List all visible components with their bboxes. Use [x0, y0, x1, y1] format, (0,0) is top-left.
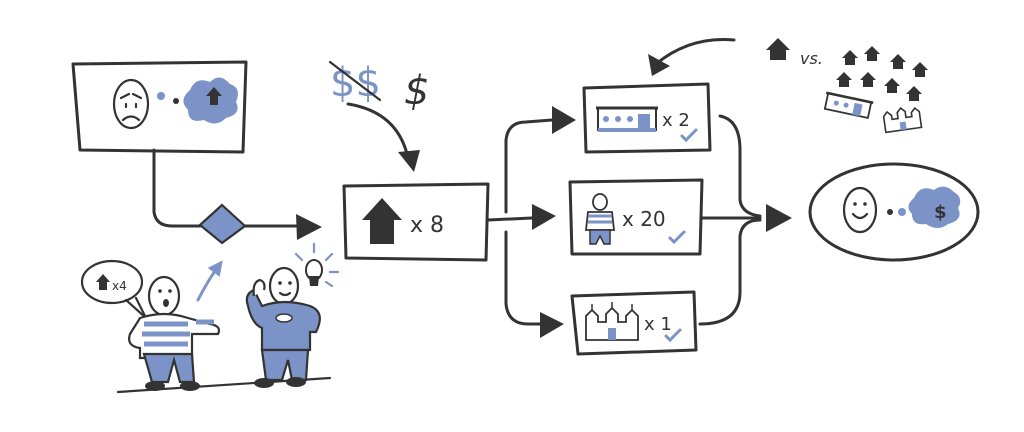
checkmark-icon	[680, 128, 698, 143]
speech-count: x4	[112, 279, 127, 293]
checkmark-icon	[668, 230, 686, 245]
house-count-box: x 8	[342, 182, 490, 262]
checkmark-icon	[664, 328, 682, 343]
castle-count-label: x 1	[644, 314, 672, 335]
castle-outcome-box: x 1	[570, 290, 698, 356]
castle-icon	[585, 302, 639, 341]
people-outcome-box: x 20	[568, 178, 704, 256]
houses-cluster	[836, 46, 928, 101]
dot-connector	[898, 208, 906, 216]
money-cloud-icon: $	[908, 186, 961, 228]
problem-box	[71, 60, 248, 154]
versus-label: vs.	[800, 49, 823, 68]
office-building-icon	[596, 106, 658, 132]
house-count-label: x 8	[410, 213, 444, 238]
dollar-single-label: $	[404, 68, 429, 114]
person-talking	[128, 275, 221, 391]
sad-face-icon	[112, 78, 150, 130]
dot-connector	[157, 92, 165, 100]
house-icon	[766, 38, 790, 60]
dot-connector	[173, 98, 179, 104]
happy-face-icon	[842, 186, 878, 234]
dot-connector	[887, 209, 893, 215]
office-count-label: x 2	[662, 110, 690, 131]
money-result-label: $	[934, 202, 947, 223]
result-ellipse: $	[808, 162, 980, 262]
arrow-into-house-box	[296, 214, 322, 240]
person-icon	[584, 193, 616, 245]
people-count-label: x 20	[622, 207, 666, 231]
castle-icon	[882, 106, 923, 134]
decision-diamond-icon	[198, 203, 247, 245]
money-cloud-icon	[183, 77, 238, 124]
office-outcome-box: x 2	[582, 82, 712, 154]
office-building-icon	[823, 91, 874, 120]
person-idea	[245, 266, 321, 388]
speech-bubble: x4	[80, 259, 148, 320]
house-icon	[362, 198, 402, 244]
lightbulb-icon	[294, 242, 340, 288]
